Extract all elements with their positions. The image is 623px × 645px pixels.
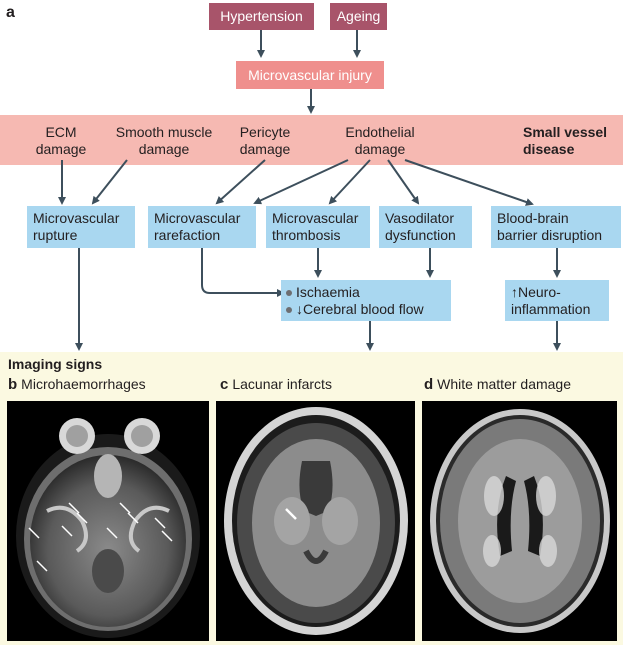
arrow-rarefaction-ischaemia <box>201 248 285 297</box>
microvascular-thrombosis-box: Microvascular thrombosis <box>266 206 370 248</box>
panel-c-letter: c <box>220 376 229 393</box>
cbf-row: ↓Cerebral blood flow <box>286 301 424 318</box>
ischaemia-row: Ischaemia <box>286 284 424 301</box>
bullet-icon <box>286 289 292 296</box>
mri-scan-microhaemorrhages <box>7 401 209 641</box>
microvascular-injury-label: Microvascular injury <box>248 66 372 83</box>
rupture-line1: Microvascular <box>33 210 120 226</box>
pericyte-line1: Pericyte <box>239 124 291 140</box>
ischaemia-box: Ischaemia ↓Cerebral blood flow <box>281 280 451 321</box>
bbb-line2: barrier disruption <box>497 227 603 243</box>
mri-scan-lacunar-infarcts <box>216 401 415 641</box>
ageing-box: Ageing <box>330 3 387 30</box>
small-vessel-disease-label: Small vessel disease <box>523 124 607 158</box>
thrombosis-line2: thrombosis <box>272 227 341 243</box>
bullet-icon <box>286 306 292 313</box>
vasodilator-line1: Vasodilator <box>385 210 455 226</box>
neuroinflammation-box: ↑Neuro- inflammation <box>505 280 609 321</box>
imaging-signs-heading: Imaging signs <box>8 356 103 372</box>
pericyte-damage-label: Pericyte damage <box>230 124 300 158</box>
rarefaction-line1: Microvascular <box>154 210 241 226</box>
ageing-label: Ageing <box>336 8 381 24</box>
mri-scan-white-matter-damage <box>422 401 617 641</box>
microvascular-rupture-box: Microvascular rupture <box>27 206 135 248</box>
panel-d-letter: d <box>424 376 434 393</box>
neuro-line1: ↑Neuro- <box>511 283 561 300</box>
panel-c-title-text: Lacunar infarcts <box>232 376 332 392</box>
smooth-line2: damage <box>138 141 190 157</box>
endothelial-damage-label: Endothelial damage <box>340 124 420 158</box>
microvascular-rarefaction-box: Microvascular rarefaction <box>148 206 256 248</box>
endothelial-line2: damage <box>354 141 406 157</box>
bbb-disruption-box: Blood-brain barrier disruption <box>491 206 621 248</box>
panel-a-letter: a <box>6 4 15 21</box>
microvascular-injury-box: Microvascular injury <box>236 61 384 89</box>
endothelial-line1: Endothelial <box>345 124 415 140</box>
smooth-muscle-damage-label: Smooth muscle damage <box>108 124 220 158</box>
ecm-damage-label: ECM damage <box>30 124 92 158</box>
pericyte-line2: damage <box>239 141 291 157</box>
small-vessel-disease-band <box>0 115 623 165</box>
arrow-endothelial-rarefaction <box>253 159 349 205</box>
svd-line1: Small vessel <box>523 124 608 140</box>
arrow-endothelial-vasodilator <box>387 159 420 205</box>
arrow-pericyte-rarefaction <box>215 159 266 205</box>
vasodilator-dysfunction-box: Vasodilator dysfunction <box>379 206 472 248</box>
vasodilator-line2: dysfunction <box>385 227 456 243</box>
ischaemia-label: Ischaemia <box>296 283 360 300</box>
cbf-label: ↓Cerebral blood flow <box>296 300 424 317</box>
smooth-line1: Smooth muscle <box>115 124 213 140</box>
bbb-line1: Blood-brain <box>497 210 569 226</box>
ecm-line1: ECM <box>45 124 77 140</box>
hypertension-box: Hypertension <box>209 3 314 30</box>
arrow-smooth-rupture <box>91 159 128 205</box>
neuro-line2: inflammation <box>511 300 591 317</box>
panel-d-title-text: White matter damage <box>437 376 572 392</box>
thrombosis-line1: Microvascular <box>272 210 359 226</box>
svd-line2: disease <box>523 141 575 157</box>
panel-b-letter: b <box>8 376 18 393</box>
arrow-endothelial-bbb <box>404 159 534 206</box>
rarefaction-line2: rarefaction <box>154 227 221 243</box>
rupture-line2: rupture <box>33 227 78 243</box>
ecm-line2: damage <box>35 141 87 157</box>
panel-b-title-text: Microhaemorrhages <box>21 376 146 392</box>
hypertension-label: Hypertension <box>220 8 303 24</box>
arrow-endothelial-thrombosis <box>328 159 371 205</box>
